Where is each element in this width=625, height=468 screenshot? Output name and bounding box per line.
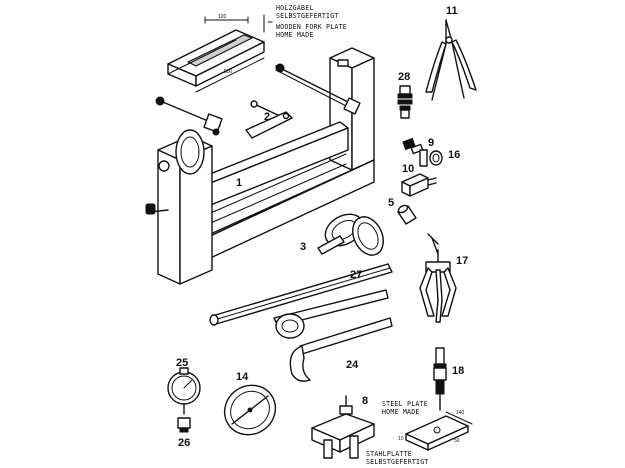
- gauge-adapter: [177, 417, 191, 433]
- three-jaw-puller: [419, 233, 457, 323]
- spring-adapter: [397, 85, 413, 119]
- callout-hook-wrench: 24: [346, 359, 359, 371]
- callout-block-tool: 10: [402, 163, 414, 175]
- plate-width-dim: 50: [454, 438, 460, 444]
- callout-rotor-holder: 3: [300, 241, 306, 253]
- sleeve: [397, 204, 417, 225]
- flat-bar: [209, 263, 393, 326]
- fork-note-en2: HOME MADE: [276, 31, 314, 39]
- fork-note-de2: SELBSTGEFERTIGT: [276, 12, 339, 20]
- callout-bracket: 2: [264, 111, 270, 123]
- callout-dial-gauge: 25: [176, 357, 188, 369]
- callout-gauge-adapter: 26: [178, 437, 190, 449]
- fork-note-en: WOODEN FORK PLATE: [276, 23, 347, 31]
- fork-width-dim: 120: [218, 14, 227, 20]
- fork-note-de: HOLZGABEL: [276, 4, 314, 12]
- puller-press: [311, 395, 375, 459]
- callout-spring-adapter: 28: [398, 71, 410, 83]
- callout-degree-disc: 14: [236, 371, 249, 383]
- degree-disc: [223, 384, 277, 436]
- fork-length-dim: 500: [224, 69, 233, 75]
- callout-puller-press: 8: [362, 395, 368, 407]
- bracket-tool: [245, 100, 293, 139]
- plate-note-en: STEEL PLATE: [382, 400, 428, 408]
- plate-thickness-dim: 10: [398, 436, 404, 442]
- callout-circlip-pliers: 11: [446, 5, 458, 17]
- callout-numbers: 1 2 3 5 8 9 10 11 14 16 17 18 24 25 26 27 28: [176, 5, 468, 449]
- steel-plate: 140 50 10: [398, 410, 473, 451]
- block-tool: [401, 173, 437, 197]
- nut: [419, 149, 443, 167]
- engine-stand: [145, 47, 375, 285]
- plate-note-en2: HOME MADE: [382, 408, 420, 416]
- callout-three-jaw-puller: 17: [456, 255, 468, 267]
- bushing: [402, 137, 424, 155]
- plate-note-de: STAHLPLATTE: [366, 450, 412, 458]
- slide-hammer: [433, 347, 447, 411]
- circlip-pliers: [425, 19, 477, 101]
- hook-wrench: [273, 289, 393, 382]
- plate-length-dim: 140: [456, 410, 465, 416]
- callout-nut: 16: [448, 149, 460, 161]
- wooden-fork-plate: 120 500: [167, 14, 265, 93]
- callout-sleeve: 5: [388, 197, 394, 209]
- plate-note-de2: SELBSTGEFERTIGT: [366, 458, 429, 466]
- callout-slide-hammer: 18: [452, 365, 464, 377]
- rotor-holder: [317, 213, 384, 256]
- callout-engine-stand: 1: [236, 177, 242, 189]
- dial-gauge: [167, 367, 201, 415]
- callout-flat-bar: 27: [350, 269, 362, 281]
- callout-bushing: 9: [428, 137, 434, 149]
